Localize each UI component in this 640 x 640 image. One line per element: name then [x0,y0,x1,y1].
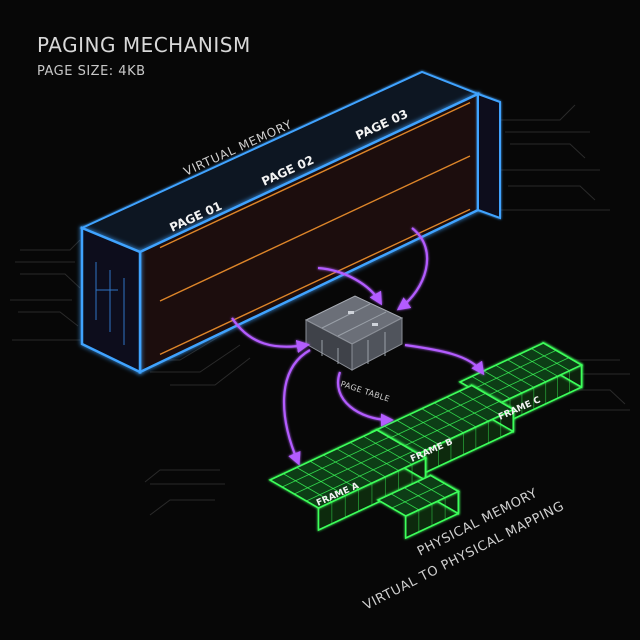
frame-block-a-step [376,474,460,540]
page-band-line [159,155,471,302]
circuit-traces [10,104,630,516]
physical-memory-block: FRAME A FRAME B FRAME C PHYSICAL MEMORY … [268,341,584,614]
frame-block-b [370,384,515,480]
frame-block-c [458,341,584,428]
frame-block-a [268,428,428,532]
arrow-table-to-frame-b [337,371,394,427]
page-table-block: PAGE TABLE [304,295,404,404]
mapping-caption: VIRTUAL TO PHYSICAL MAPPING [361,499,567,614]
arrow-table-to-frame-c [404,343,485,376]
virtual-memory-block: VIRTUAL MEMORY PAGE 01 PAGE 02 PAGE 03 [79,70,501,374]
arrow-page3-to-table [396,227,429,311]
virtual-memory-slices [158,98,471,359]
page-subtitle: PAGE SIZE: 4KB [37,64,146,79]
page-table-label: PAGE TABLE [339,379,390,403]
page-band-line [159,102,471,249]
arrow-page2-to-table [317,266,383,306]
page-title: PAGING MECHANISM [37,33,251,57]
arrow-page1-to-table [231,317,310,353]
physical-memory-frames [268,341,584,540]
mapping-arrows [231,227,485,466]
arrow-table-to-frame-a [283,349,311,466]
